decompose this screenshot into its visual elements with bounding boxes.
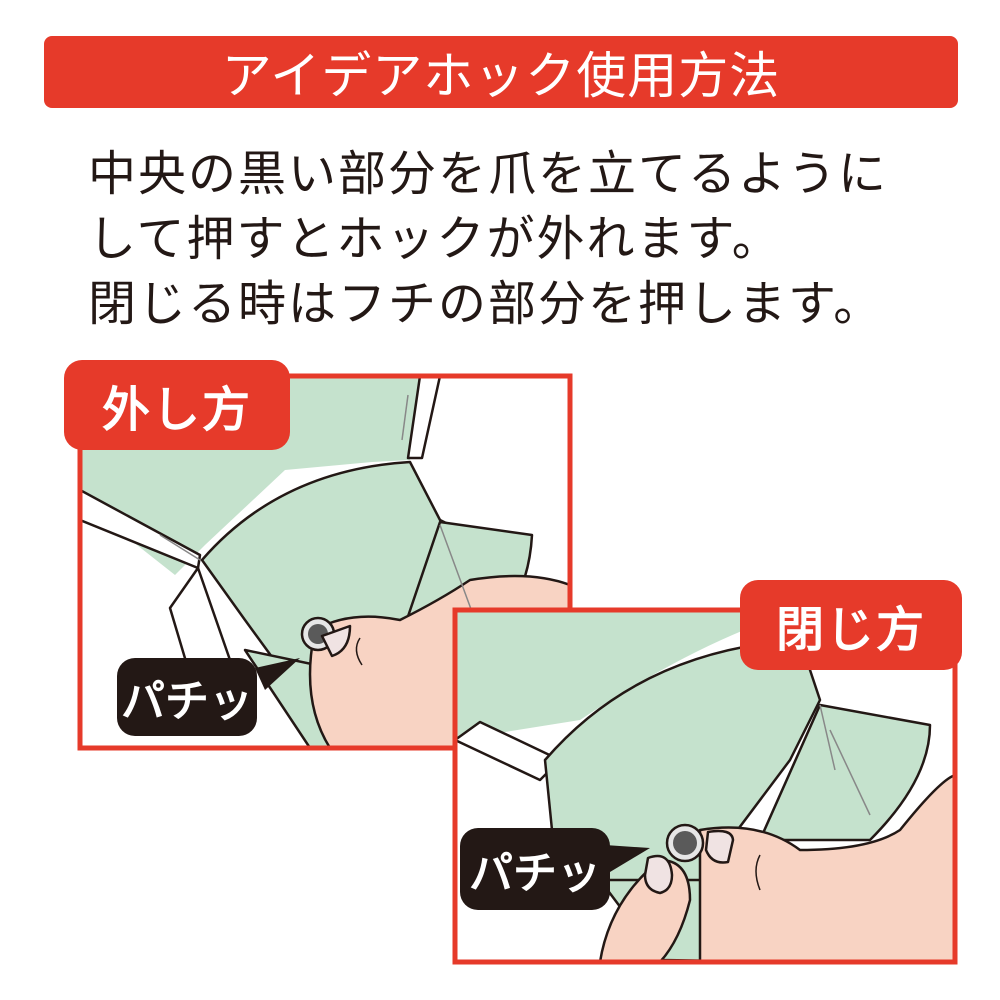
- instruction-line: 閉じる時はフチの部分を押します。: [88, 276, 884, 332]
- page-title: アイデアホック使用方法: [221, 47, 781, 105]
- close-label: 閉じ方: [740, 580, 962, 670]
- instructions: 中央の黒い部分を爪を立てるように して押すとホックが外れます。 閉じる時はフチの…: [88, 142, 928, 337]
- title-banner: アイデアホック使用方法: [44, 36, 958, 108]
- remove-sound-bubble: パチッ: [117, 658, 257, 736]
- close-sound-bubble: パチッ: [460, 828, 610, 910]
- instruction-line: して押すとホックが外れます。: [88, 211, 782, 267]
- instruction-line: 中央の黒い部分を爪を立てるように: [88, 146, 889, 202]
- remove-label: 外し方: [64, 360, 290, 450]
